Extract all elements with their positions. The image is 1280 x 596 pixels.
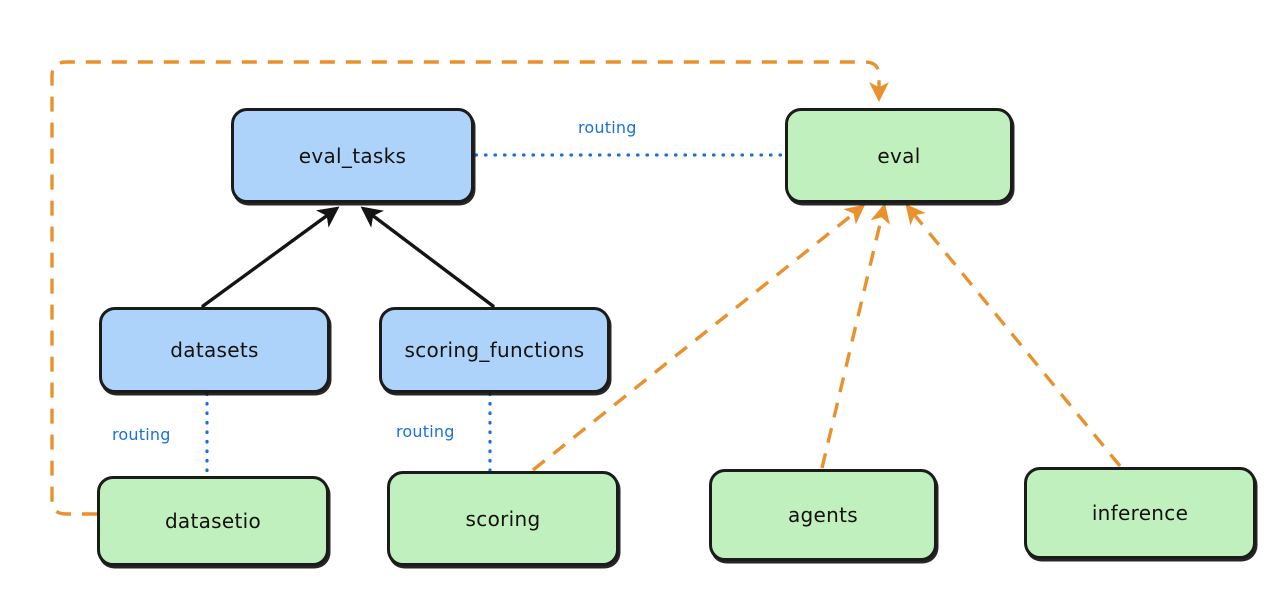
edge-label-routing-eval_tasks-eval: routing xyxy=(578,118,637,137)
node-label-agents: agents xyxy=(788,503,858,527)
edge-label-routing-scoring_functions-scoring: routing xyxy=(396,422,455,441)
edge-scoring_functions-eval_tasks xyxy=(360,206,495,308)
node-label-inference: inference xyxy=(1091,501,1189,525)
node-inference[interactable]: inference xyxy=(1024,467,1256,559)
node-label-datasets: datasets xyxy=(170,338,259,362)
node-label-eval_tasks: eval_tasks xyxy=(298,143,407,168)
edge-datasets-eval_tasks xyxy=(201,206,340,308)
node-label-eval: eval xyxy=(877,143,921,168)
node-eval_tasks[interactable]: eval_tasks xyxy=(231,108,474,203)
node-scoring_functions[interactable]: scoring_functions xyxy=(379,307,610,393)
node-scoring[interactable]: scoring xyxy=(387,471,619,566)
node-agents[interactable]: agents xyxy=(709,469,937,561)
node-datasets[interactable]: datasets xyxy=(99,307,330,393)
node-datasetio[interactable]: datasetio xyxy=(97,476,329,566)
edge-inference-eval xyxy=(905,203,1122,468)
node-label-datasetio: datasetio xyxy=(164,509,262,533)
edge-agents-eval xyxy=(820,203,890,469)
node-label-scoring_functions: scoring_functions xyxy=(404,338,585,362)
node-label-scoring: scoring xyxy=(465,506,541,531)
node-eval[interactable]: eval xyxy=(785,108,1013,203)
edge-label-routing-datasets-datasetio: routing xyxy=(112,425,171,444)
